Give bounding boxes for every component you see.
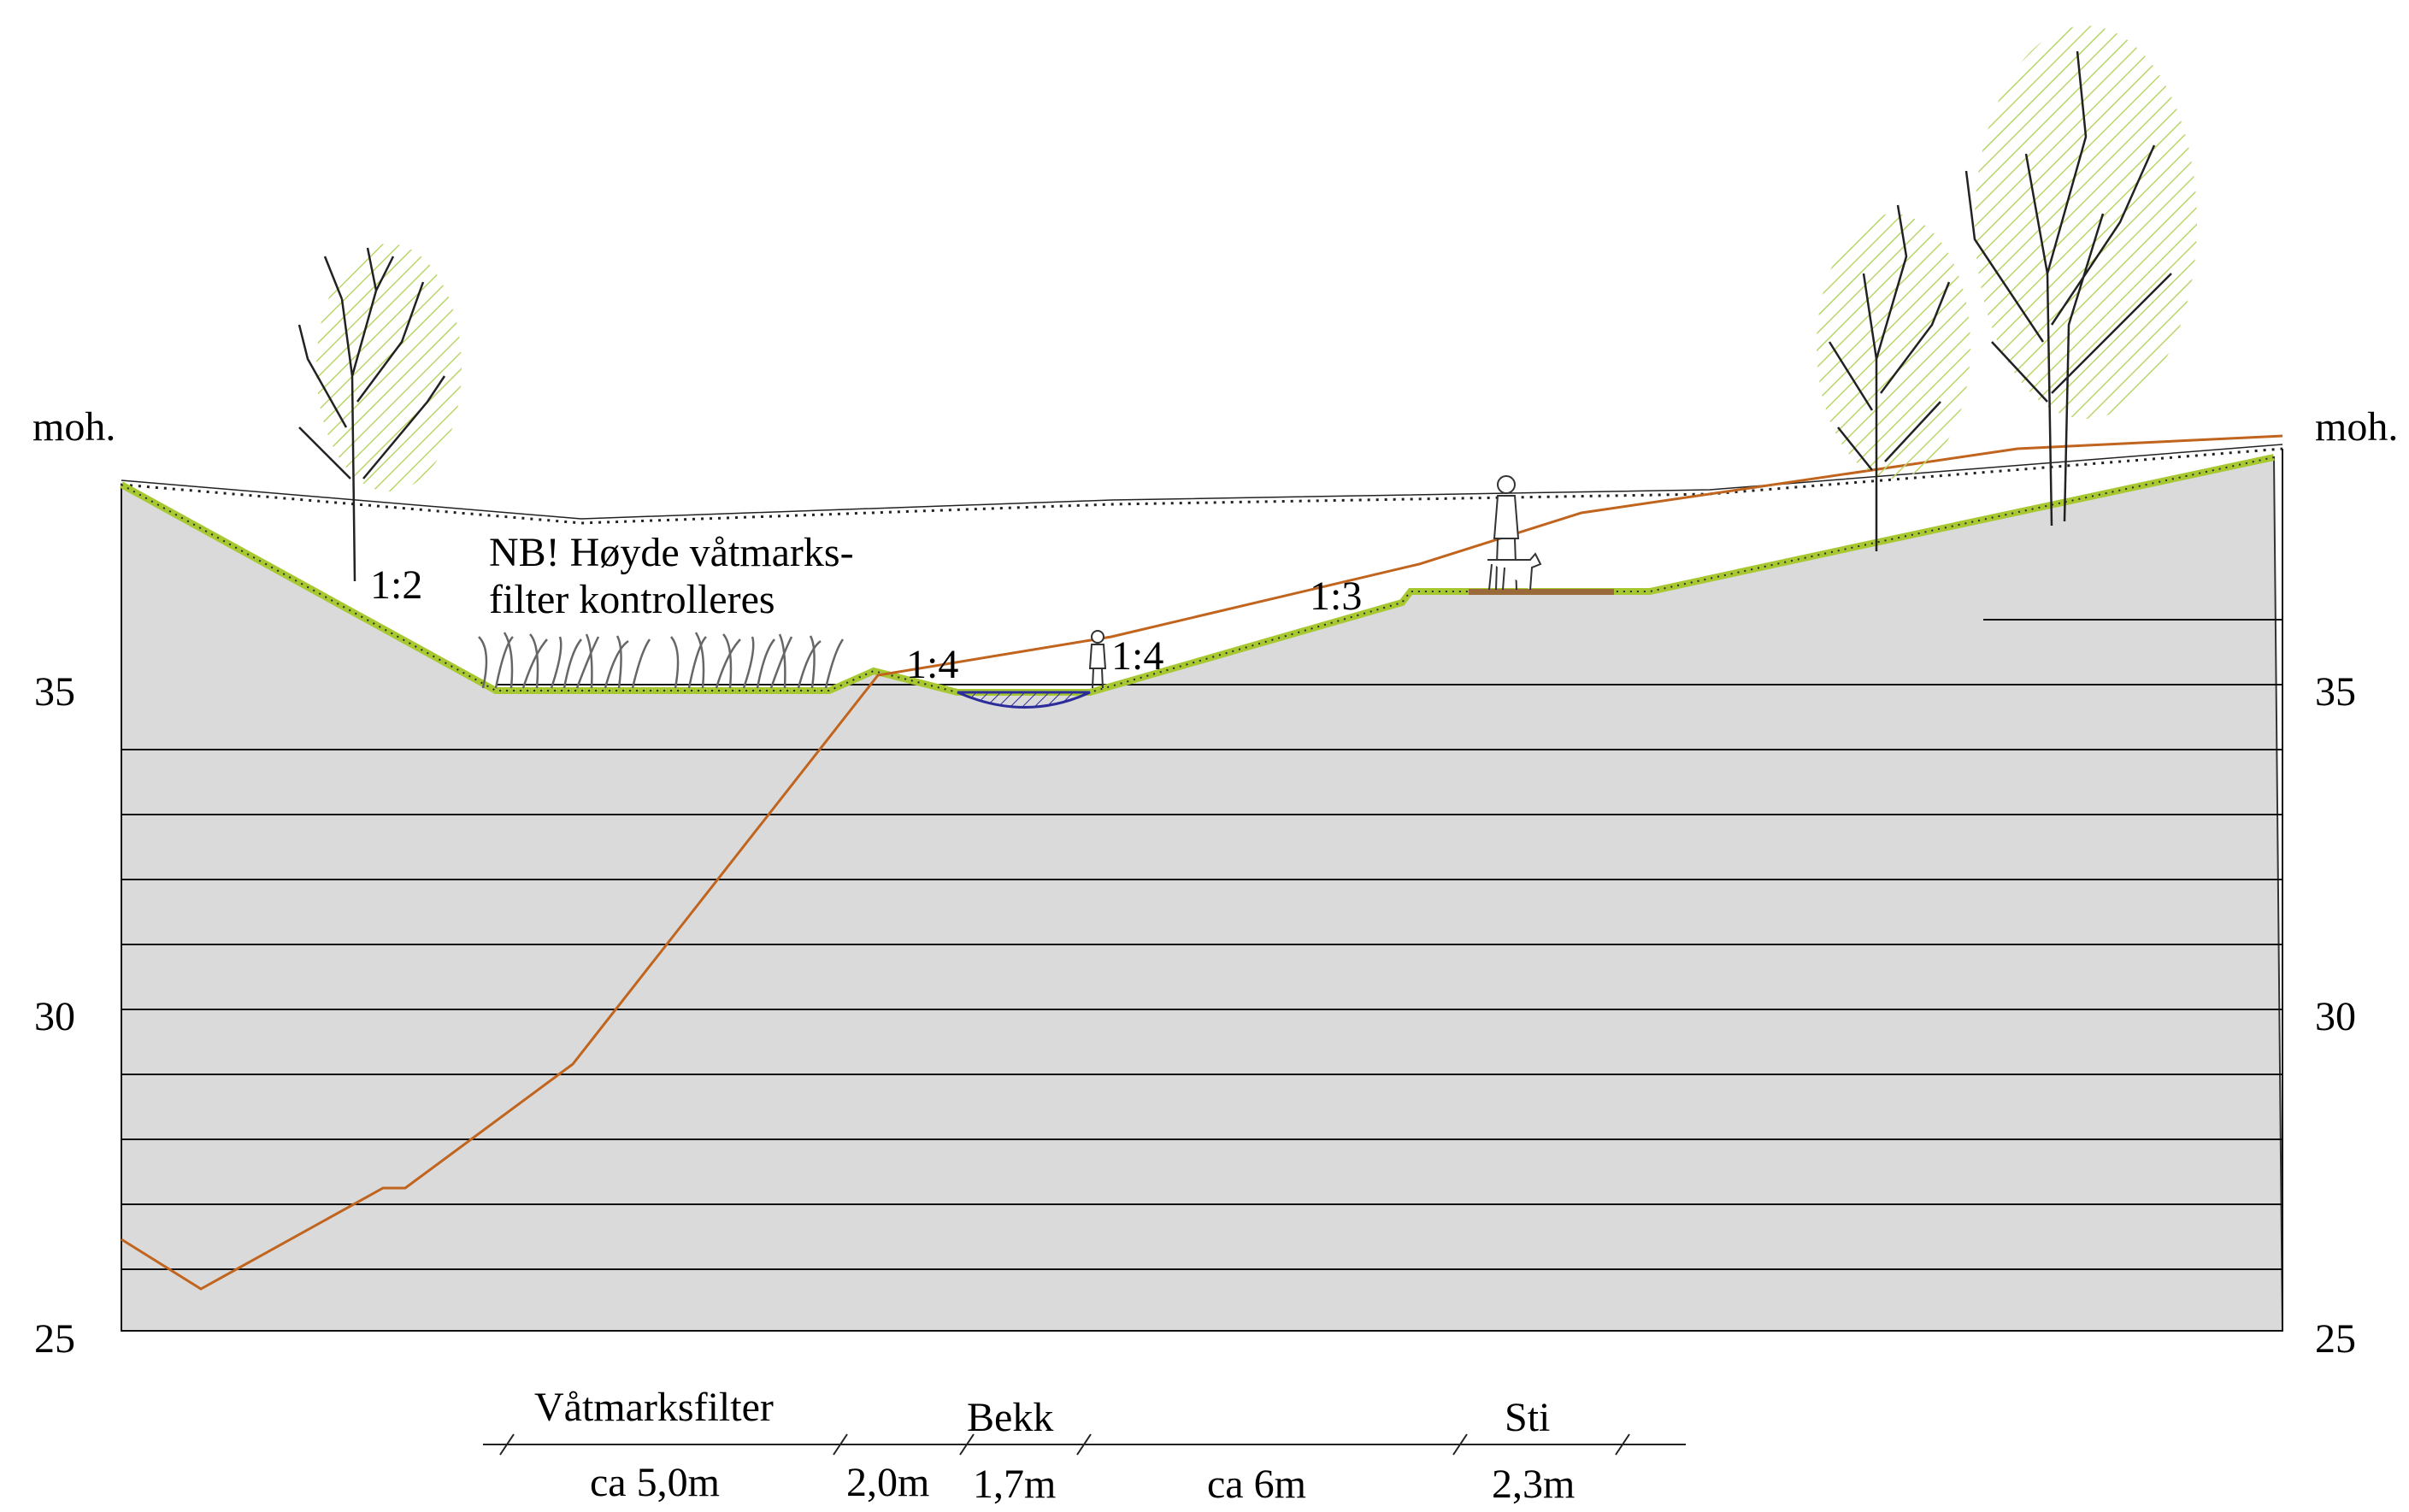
width-label-path: 2,3m bbox=[1492, 1462, 1575, 1507]
ground-fill bbox=[121, 456, 2284, 1332]
tree-icon bbox=[1817, 204, 1970, 551]
reed-icon bbox=[478, 632, 651, 689]
width-label-stream: 1,7m bbox=[973, 1462, 1056, 1507]
axis-tick-right-35: 35 bbox=[2315, 669, 2356, 715]
person-icon bbox=[1088, 630, 1107, 689]
bedrock-line bbox=[121, 434, 2283, 1291]
dog-icon bbox=[1487, 552, 1542, 591]
existing-terrain-top bbox=[121, 444, 2283, 520]
grass-edge bbox=[121, 456, 2275, 693]
zone-label-wetland: Våtmarksfilter bbox=[534, 1385, 774, 1430]
axis-tick-right-25: 25 bbox=[2315, 1316, 2356, 1362]
width-label-middle: ca 6m bbox=[1207, 1462, 1306, 1507]
slope-label-path: 1:3 bbox=[1310, 574, 1362, 619]
axis-unit-right: moh. bbox=[2315, 404, 2398, 450]
axis-unit-left: moh. bbox=[32, 404, 115, 450]
tree-icon bbox=[1964, 26, 2197, 527]
dimension-line bbox=[483, 1433, 1686, 1456]
slope-label-left: 1:2 bbox=[370, 562, 422, 608]
ground-section bbox=[121, 449, 2284, 1332]
slope-label-stream-right: 1:4 bbox=[1111, 633, 1163, 679]
axis-tick-right-30: 30 bbox=[2315, 994, 2356, 1039]
tree-icon bbox=[297, 244, 462, 582]
stream-water bbox=[957, 691, 1091, 709]
slope-label-ridge: 1:4 bbox=[906, 642, 958, 687]
existing-terrain-line bbox=[121, 447, 2283, 525]
width-label-ridge: 2,0m bbox=[846, 1460, 929, 1505]
axis-tick-left-25: 25 bbox=[34, 1316, 75, 1362]
note-line-2: filter kontrolleres bbox=[489, 577, 775, 622]
reed-clumps bbox=[478, 632, 845, 689]
width-label-wetland: ca 5,0m bbox=[590, 1460, 720, 1505]
path-surface bbox=[1469, 589, 1614, 595]
axis-tick-left-35: 35 bbox=[34, 669, 75, 715]
zone-label-path: Sti bbox=[1505, 1395, 1550, 1440]
reed-icon bbox=[669, 632, 845, 689]
grid-lines bbox=[121, 449, 2283, 1332]
zone-label-stream: Bekk bbox=[967, 1395, 1053, 1440]
axis-tick-left-30: 30 bbox=[34, 994, 75, 1039]
note-line-1: NB! Høyde våtmarks- bbox=[489, 530, 854, 575]
